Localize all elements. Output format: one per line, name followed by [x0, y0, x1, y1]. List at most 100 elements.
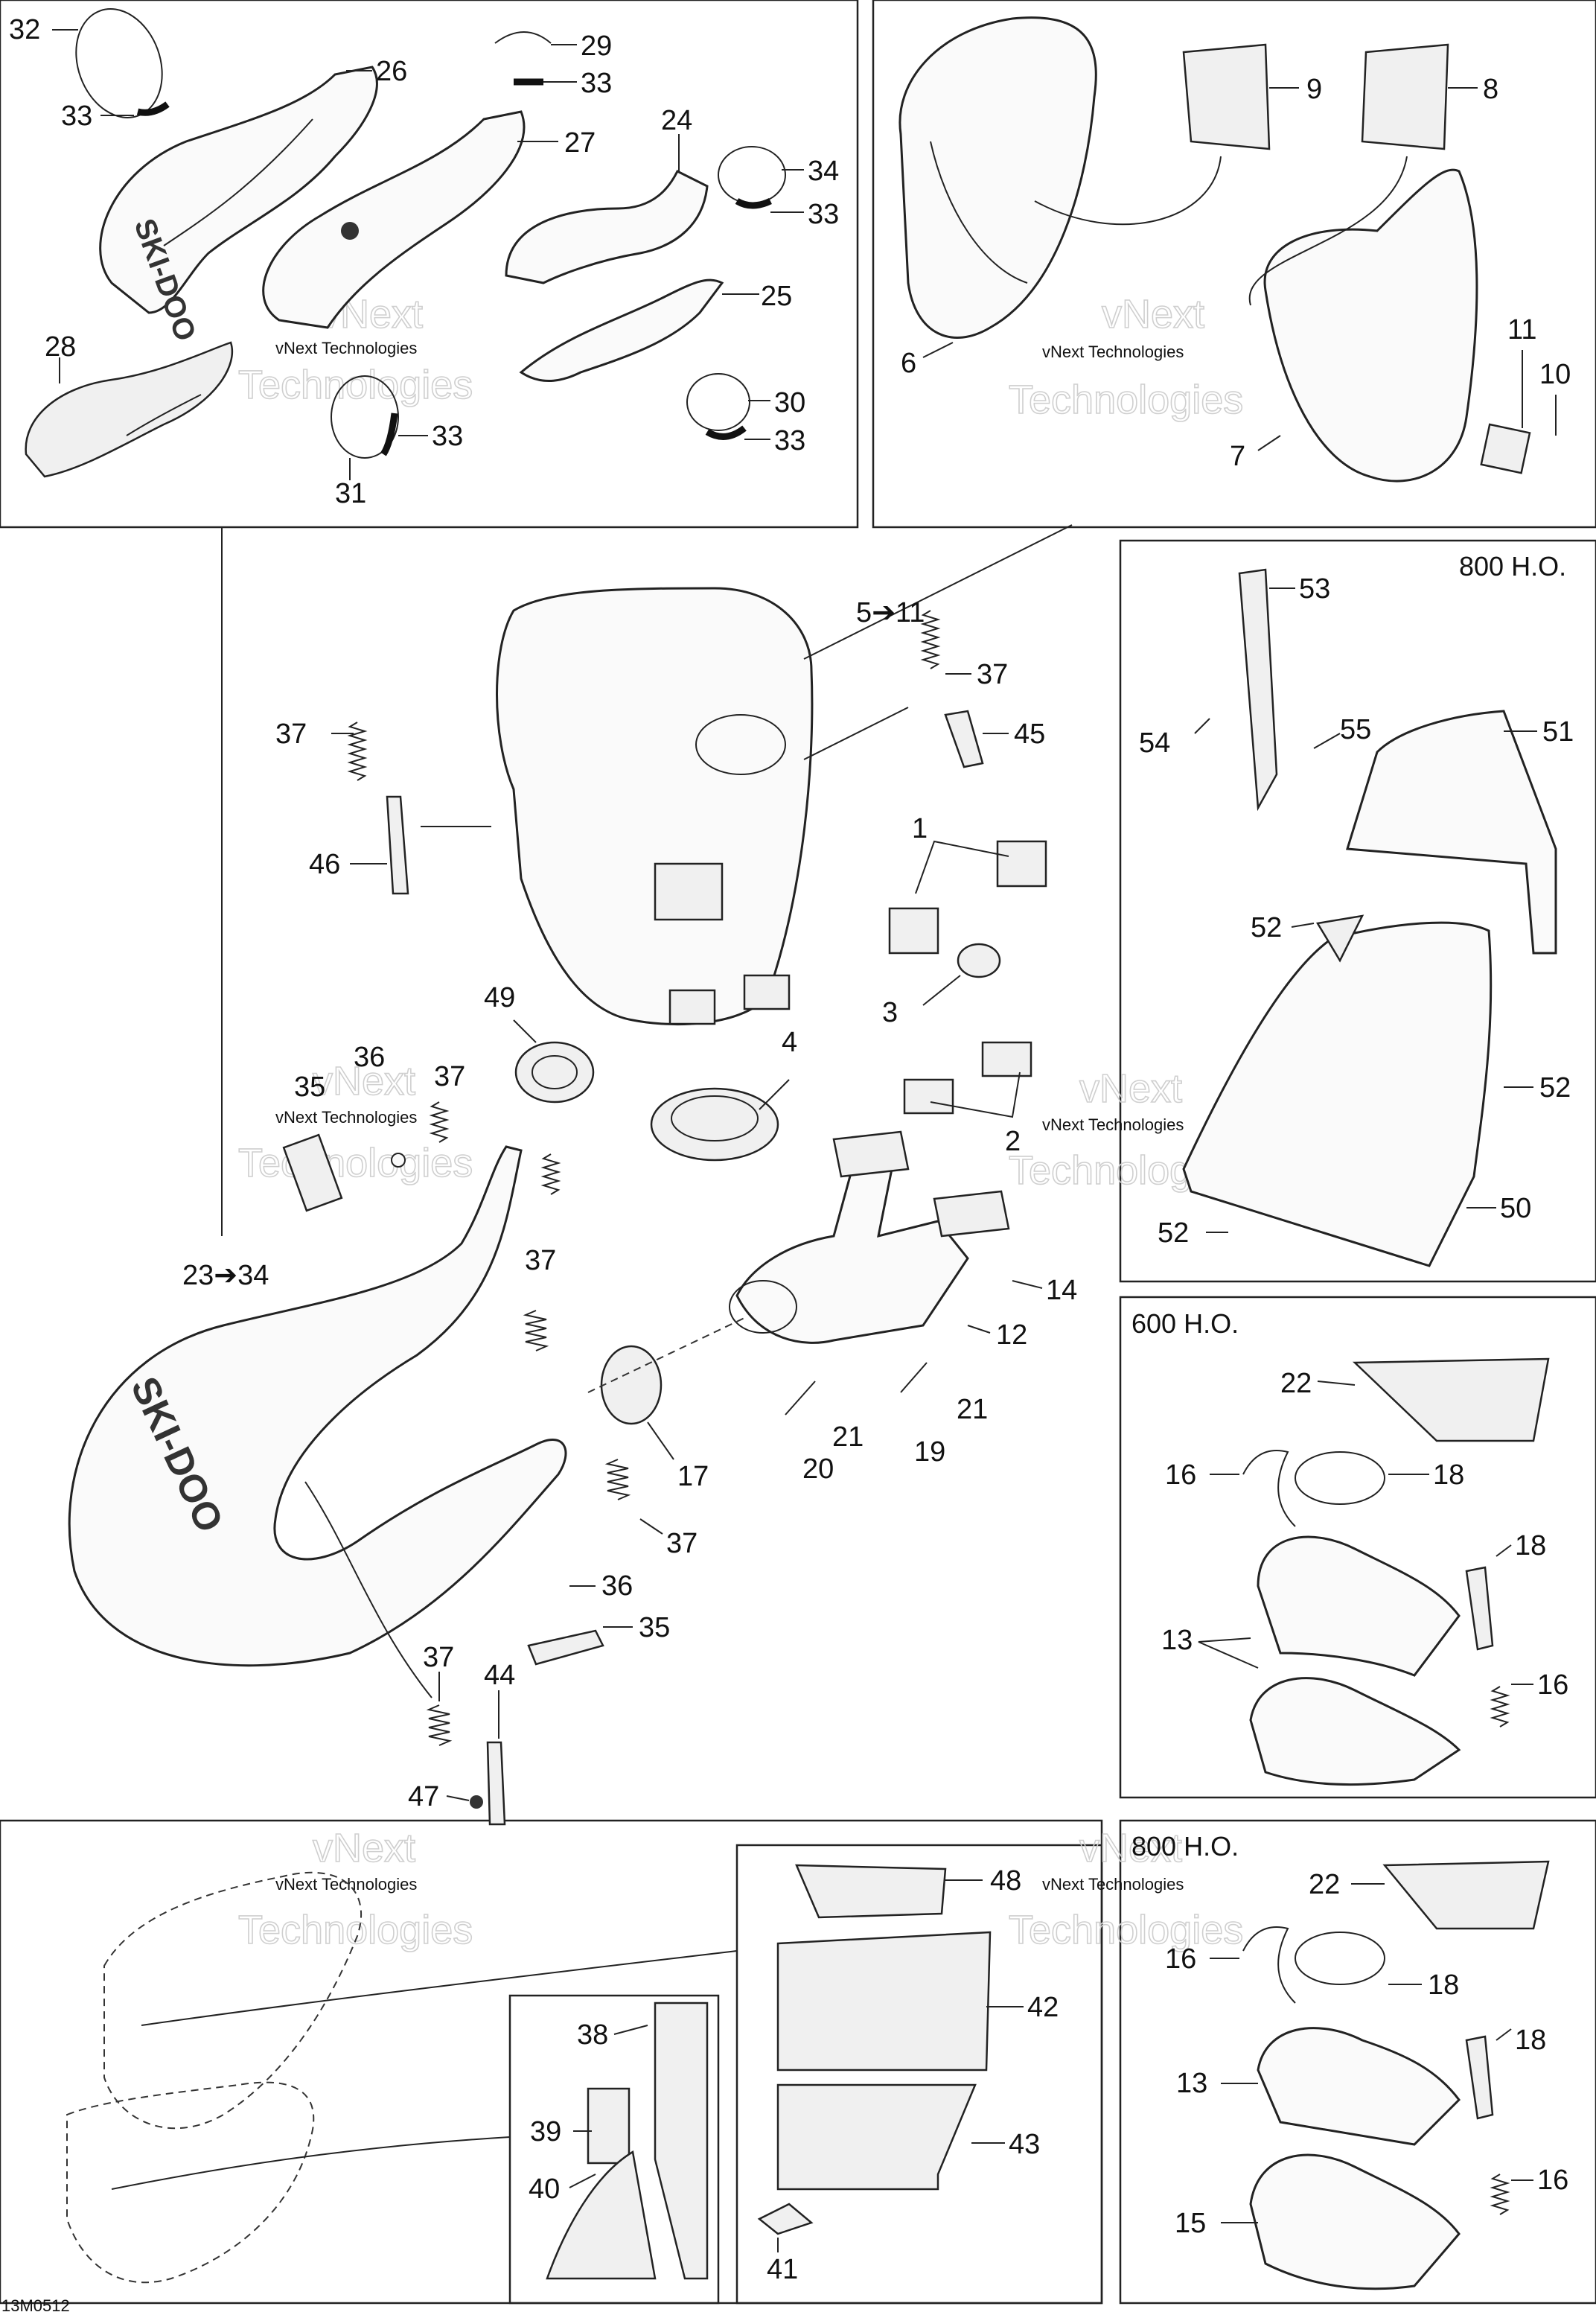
- callout-6: 6: [901, 348, 916, 379]
- part-spring-16d: [1490, 2174, 1510, 2215]
- leader-13a: [1198, 1637, 1259, 1669]
- bottom-left-parts: [66, 1864, 992, 2284]
- part-bracket-45: [944, 710, 984, 768]
- callout-45: 45: [1014, 719, 1045, 750]
- callout-41: 41: [767, 2254, 798, 2285]
- callout-16d: 16: [1537, 2165, 1568, 2196]
- part-clip-33d: [705, 425, 747, 440]
- callouts: 32 33 26 29 33 27 24 34 33 25 28 30 33 3…: [9, 14, 1574, 2285]
- callout-18d: 18: [1515, 2025, 1546, 2056]
- frame-top-left: [0, 0, 859, 529]
- part-silencer-bracket-b: [668, 989, 716, 1025]
- part-gasket-28: [25, 341, 234, 478]
- callout-29: 29: [581, 31, 612, 62]
- part-shield-27-fastener: [341, 222, 359, 240]
- callout-11: 11: [1507, 314, 1536, 346]
- watermark-big-10: Technologies: [238, 1908, 473, 1952]
- part-pad-2a: [981, 1041, 1032, 1077]
- callout-20: 20: [802, 1453, 834, 1485]
- part-cover-7: [1263, 168, 1478, 483]
- callout-13a: 13: [1161, 1625, 1193, 1656]
- callout-leaders: [52, 29, 1557, 2252]
- frame-800-bottom: [1119, 1819, 1596, 2305]
- part-silencer-box: [496, 587, 814, 1026]
- part-bracket-18d: [1465, 2035, 1494, 2120]
- callout-16b: 16: [1537, 1669, 1568, 1701]
- callout-25: 25: [761, 281, 792, 312]
- callout-52b: 52: [1539, 1072, 1571, 1104]
- panel-header-800-top: 800 H.O.: [1459, 551, 1566, 582]
- part-hood-panel: [103, 1871, 362, 2130]
- callout-35a: 35: [294, 1071, 325, 1103]
- leader-14: [1012, 1280, 1043, 1289]
- part-heatshield-15: [1249, 2153, 1461, 2290]
- part-pad-22a: [1352, 1357, 1550, 1442]
- part-spring-16c: [1242, 1926, 1296, 2004]
- part-pad-1a: [996, 840, 1047, 888]
- part-spring-16a: [1242, 1450, 1296, 1527]
- callout-37f: 37: [423, 1642, 454, 1673]
- watermark-small-5: vNext Technologies: [275, 1875, 417, 1894]
- callout-42: 42: [1027, 1992, 1059, 2023]
- callout-37d: 37: [525, 1245, 556, 1276]
- part-gasket-14a: [832, 1130, 910, 1178]
- part-spring-37b: [347, 722, 368, 781]
- part-silencer-bracket-c: [743, 974, 791, 1010]
- callout-33e: 33: [432, 421, 463, 452]
- part-gasket-4: [650, 1087, 779, 1162]
- part-belly-pan: [66, 2081, 315, 2284]
- leader-6-arrow: [1034, 156, 1222, 226]
- leader-37e: [639, 1518, 663, 1535]
- leader-47: [446, 1795, 470, 1801]
- frame-600: [1119, 1296, 1596, 1799]
- watermark-small-3: vNext Technologies: [275, 1108, 417, 1127]
- leader-17: [647, 1421, 674, 1460]
- part-tuned-pipe: [68, 1145, 567, 1667]
- top-right-parts: [898, 16, 1531, 483]
- panel-800-top-parts: [1182, 568, 1557, 1267]
- leader-3: [922, 975, 961, 1006]
- watermark-small-4: vNext Technologies: [1042, 1115, 1184, 1134]
- part-label-39: [587, 2087, 631, 2165]
- part-cover-6-inner: [930, 141, 1028, 284]
- callout-52c: 52: [1158, 1217, 1189, 1249]
- leader-7-arrow: [1248, 156, 1408, 306]
- part-gasket-49: [514, 1041, 595, 1104]
- leader-18b: [1496, 1544, 1512, 1557]
- frame-top-right: [872, 0, 1596, 529]
- part-pad-2b: [903, 1078, 954, 1115]
- callout-55: 55: [1340, 714, 1371, 745]
- part-silencer-outlet: [695, 714, 786, 775]
- part-shield-27: [262, 110, 526, 329]
- leader-6: [922, 342, 954, 358]
- frame-800-top: [1119, 539, 1596, 1283]
- part-shell-25: [519, 278, 724, 383]
- callout-16c: 16: [1165, 1943, 1196, 1975]
- watermark-big-12: Technologies: [1009, 1908, 1243, 1952]
- callout-33b: 33: [581, 68, 612, 99]
- callout-27: 27: [564, 127, 596, 159]
- leader-pipe-curve: [304, 1481, 432, 1698]
- callout-8: 8: [1483, 74, 1498, 105]
- part-bolt-19: [900, 1362, 928, 1393]
- part-spring-37f: [604, 1459, 631, 1500]
- leader-45-arrow: [803, 707, 909, 760]
- part-insulation-43: [776, 2083, 977, 2191]
- part-insulation-40: [546, 2150, 657, 2280]
- leader-1: [915, 840, 1009, 894]
- part-pad-9: [1182, 43, 1271, 150]
- part-pad-8: [1361, 43, 1449, 150]
- part-bolt-20: [785, 1381, 816, 1416]
- callout-37c: 37: [434, 1061, 465, 1092]
- callout-4: 4: [782, 1027, 797, 1058]
- leader-2: [930, 1071, 1021, 1118]
- part-pad-41: [757, 2203, 814, 2235]
- watermark-big-11: vNext: [1079, 1826, 1182, 1870]
- part-gasket-4-hole: [671, 1095, 759, 1141]
- part-bracket-35b: [527, 1629, 604, 1666]
- watermark-big-9: vNext: [313, 1826, 415, 1870]
- leader-frame-5-11: [803, 524, 1073, 660]
- callout-2: 2: [1005, 1126, 1021, 1157]
- callout-19: 19: [914, 1436, 945, 1468]
- part-heatshield-13b: [1249, 1677, 1461, 1786]
